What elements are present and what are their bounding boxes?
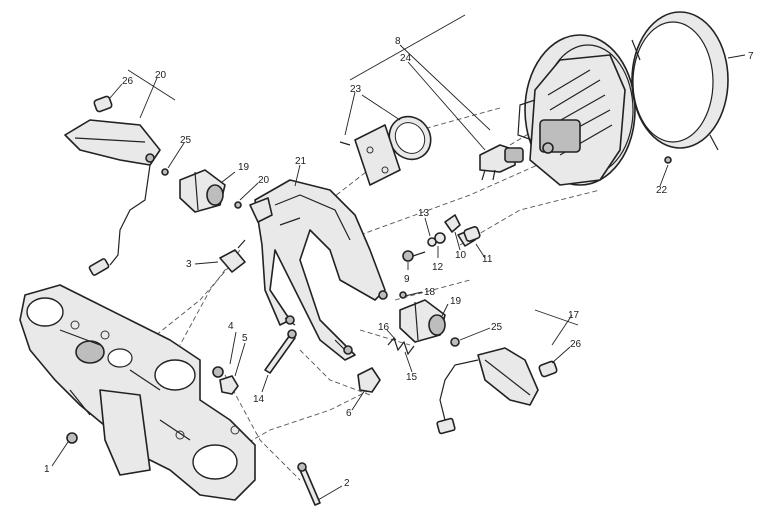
callout-15: 15 [406,372,418,383]
headlight-housing [517,34,636,186]
headlight-rim [631,11,729,151]
leader-lines [51,14,746,501]
callout-8: 8 [395,36,401,47]
callout-25a: 25 [180,135,192,146]
gasket [388,115,432,161]
callout-18: 18 [424,287,436,298]
bulb [479,144,524,181]
rubber-mount-lower [399,299,446,343]
callout-4: 4 [228,321,234,332]
callout-19a: 19 [238,162,250,173]
callout-26a: 26 [122,76,134,87]
cover-plate [339,124,401,186]
bolt-14 [264,329,297,374]
connector-3 [219,239,246,273]
callout-11: 11 [482,254,493,265]
rubber-mount-upper [179,169,226,213]
spring-16 [387,336,415,356]
callout-25b: 25 [491,322,503,333]
callout-5: 5 [242,333,248,344]
callout-1: 1 [44,464,50,475]
callout-20b: 20 [258,175,270,186]
callout-20a: 20 [155,70,167,81]
callout-labels: 1 2 3 4 5 6 7 8 9 10 11 12 13 14 15 16 1… [44,36,754,489]
callout-2: 2 [344,478,350,489]
triple-clamp [19,284,256,501]
socket-parts [402,214,481,262]
callout-3: 3 [186,259,192,270]
callout-16: 16 [378,322,390,333]
callout-22: 22 [656,185,668,196]
callout-9: 9 [404,274,410,285]
callout-14: 14 [253,394,265,405]
fasteners [66,156,672,444]
callout-26b: 26 [570,339,582,350]
callout-10: 10 [455,250,467,261]
callout-21: 21 [295,156,307,167]
callout-23: 23 [350,84,362,95]
callout-7: 7 [748,51,754,62]
turn-signal-left [64,95,161,276]
callout-24: 24 [400,53,412,64]
headlight-bracket [249,179,388,361]
callout-12: 12 [432,262,444,273]
turn-signal-right [436,347,558,435]
callout-6: 6 [346,408,352,419]
callout-17: 17 [568,310,580,321]
callout-19b: 19 [450,296,462,307]
bolt-2 [297,462,321,506]
callout-13: 13 [418,208,430,219]
